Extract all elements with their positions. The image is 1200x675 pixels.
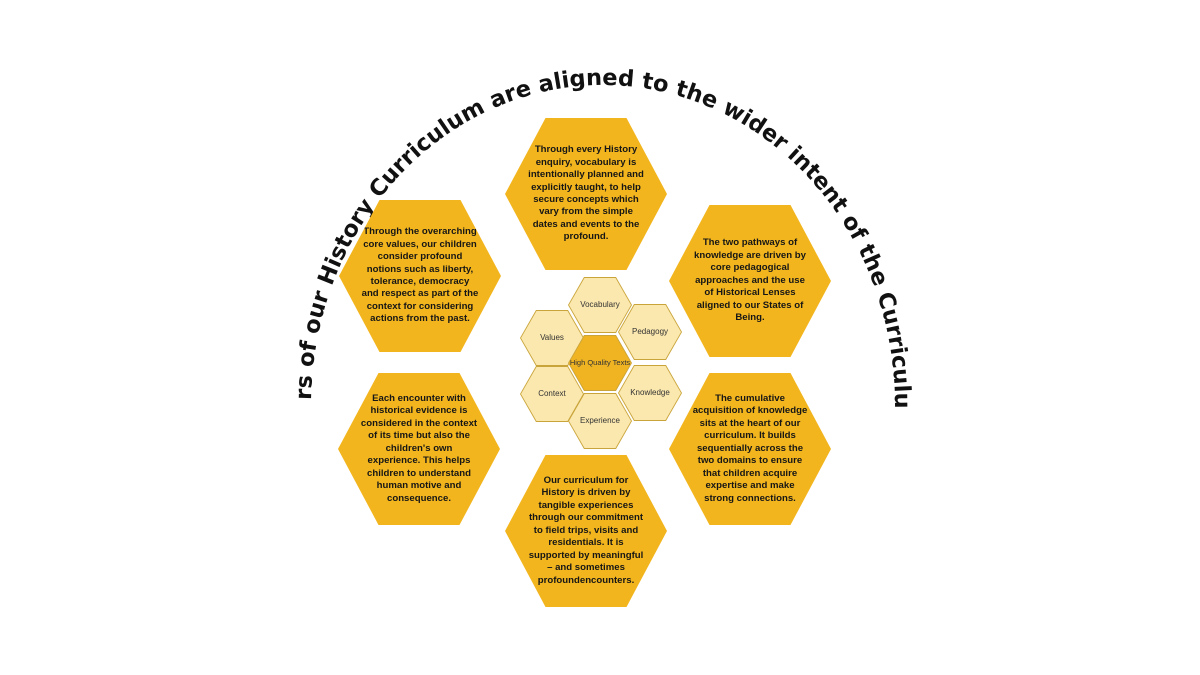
pillar-context-text: Each encounter with historical evidence …: [360, 392, 478, 504]
pillar-knowledge-text: The cumulative acquisition of knowledge …: [692, 392, 808, 504]
pillar-pedagogy-text: The two pathways of knowledge are driven…: [694, 237, 806, 324]
pillar-knowledge-hex: The cumulative acquisition of knowledge …: [669, 373, 831, 525]
core-vocabulary-hex: Vocabulary: [568, 277, 632, 333]
core-knowledge-hex: Knowledge: [618, 365, 682, 421]
core-experience-hex: Experience: [568, 393, 632, 449]
core-context-hex: Context: [520, 366, 584, 422]
pillar-vocabulary-text: Through every History enquiry, vocabular…: [528, 144, 644, 243]
pillar-experience-text: Our curriculum for History is driven by …: [528, 474, 644, 586]
core-center-hex: High Quality Texts: [568, 335, 632, 391]
pillar-values-text: Through the overarching core values, our…: [361, 226, 479, 325]
core-pedagogy-hex: Pedagogy: [618, 304, 682, 360]
pillar-context-hex: Each encounter with historical evidence …: [338, 373, 500, 525]
